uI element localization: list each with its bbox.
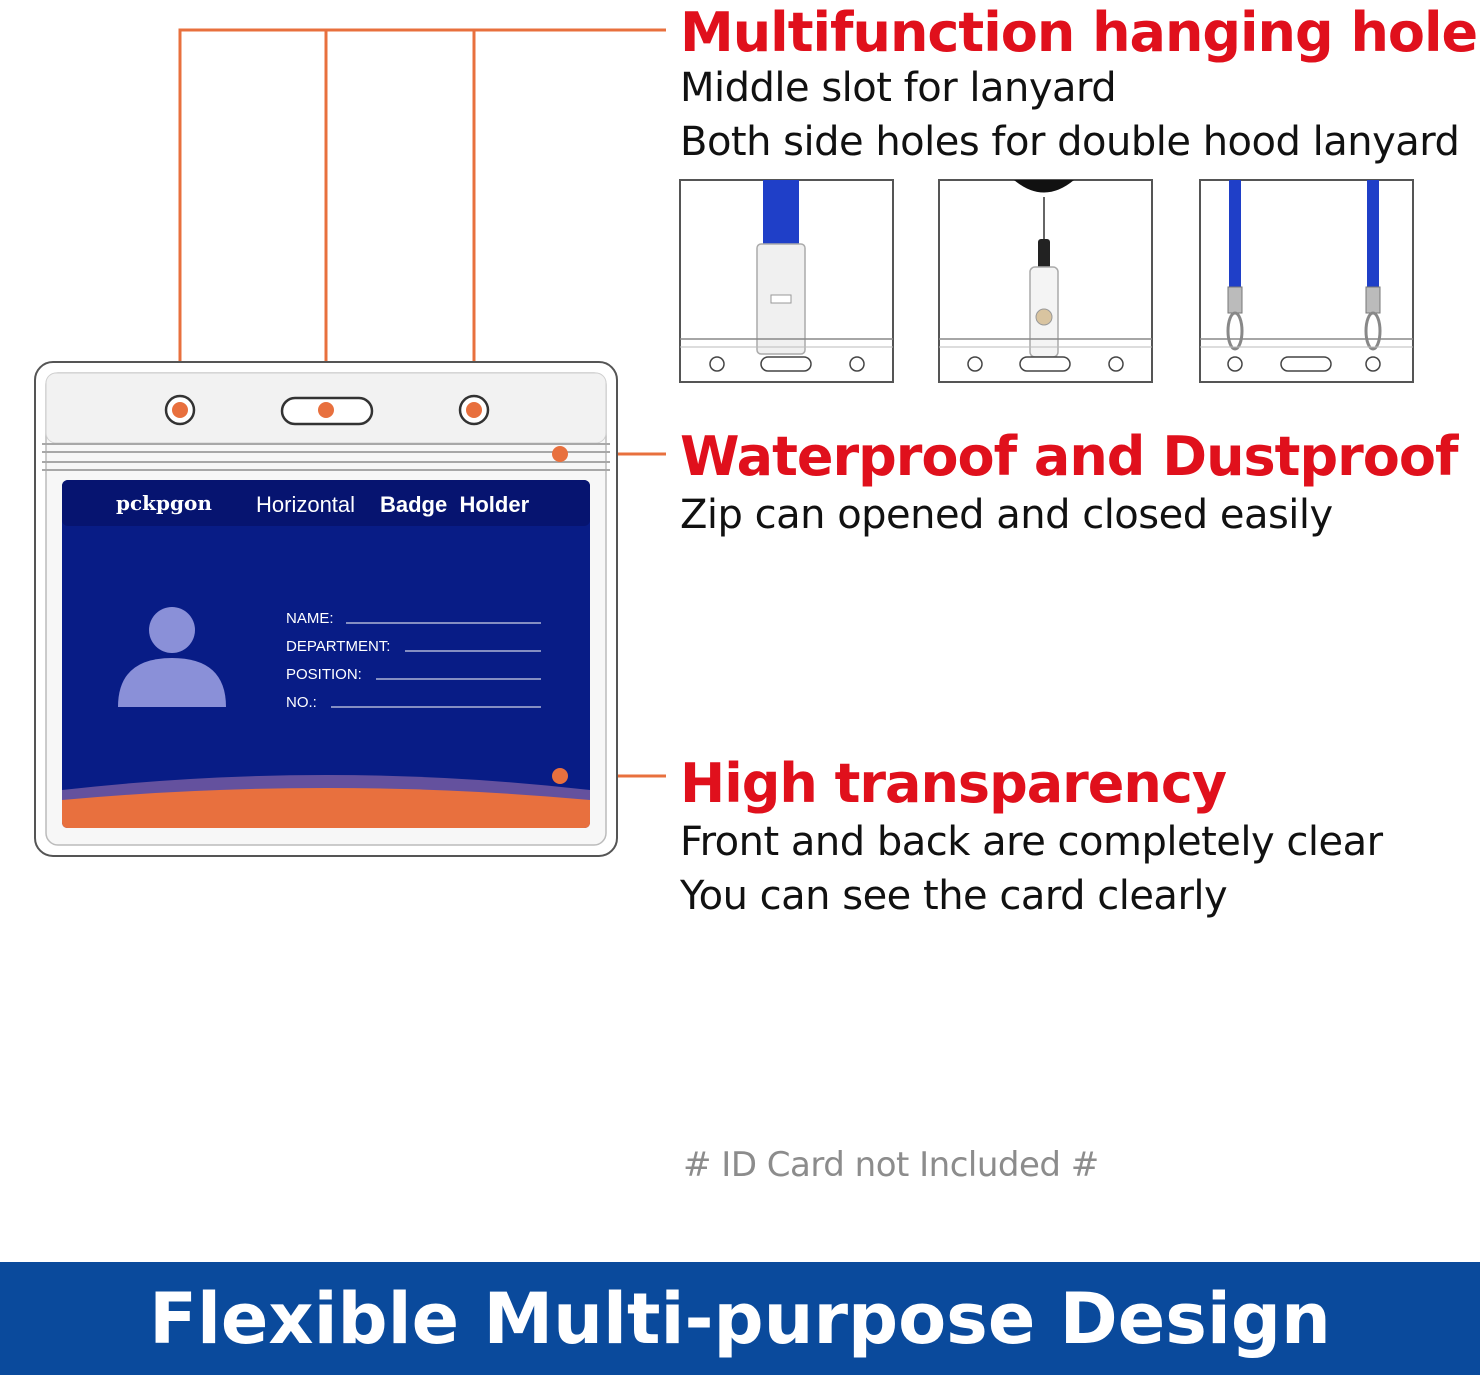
field-label: NO.: bbox=[286, 694, 317, 711]
feature-line: Middle slot for lanyard bbox=[680, 65, 1117, 111]
bottom-banner: Flexible Multi-purpose Design bbox=[0, 1262, 1480, 1375]
feature-line: Zip can opened and closed easily bbox=[680, 492, 1333, 538]
id-card: pckpgon Horizontal Badge Holder NAME: DE… bbox=[62, 480, 590, 828]
feature-title-waterproof: Waterproof and Dustproof bbox=[680, 425, 1458, 488]
badge-reel-icon bbox=[938, 179, 1153, 383]
double-hook-lanyard-icon bbox=[1199, 179, 1414, 383]
card-title-bold: Badge Holder bbox=[380, 492, 530, 517]
badge-holder-illustration: pckpgon Horizontal Badge Holder NAME: DE… bbox=[34, 28, 666, 857]
banner-text: Flexible Multi-purpose Design bbox=[149, 1277, 1331, 1360]
field-label: DEPARTMENT: bbox=[286, 638, 390, 655]
feature-line: Front and back are completely clear bbox=[680, 819, 1383, 865]
lanyard-clip-icon bbox=[679, 179, 894, 383]
field-label: POSITION: bbox=[286, 666, 362, 683]
feature-line: You can see the card clearly bbox=[680, 873, 1228, 919]
feature-title-transparency: High transparency bbox=[680, 752, 1227, 815]
card-title-regular: Horizontal bbox=[256, 492, 355, 517]
card-brand: pckpgon bbox=[116, 491, 212, 515]
field-label: NAME: bbox=[286, 610, 334, 627]
not-included-note: # ID Card not Included # bbox=[683, 1145, 1099, 1185]
feature-title-hanging-hole: Multifunction hanging hole bbox=[680, 1, 1478, 64]
person-avatar-icon bbox=[118, 607, 226, 707]
zip-seal bbox=[42, 443, 610, 471]
feature-line: Both side holes for double hood lanyard bbox=[680, 119, 1460, 165]
